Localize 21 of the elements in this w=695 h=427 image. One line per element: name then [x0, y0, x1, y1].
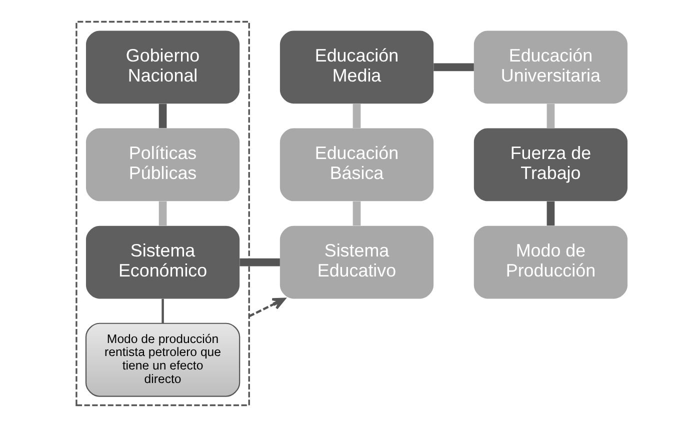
node-box: Educación Básica [280, 128, 434, 202]
node-box: Gobierno Nacional [86, 30, 240, 104]
connector [162, 298, 164, 324]
connector [240, 258, 280, 266]
connector [158, 104, 167, 128]
node-box: Fuerza de Trabajo [474, 128, 628, 202]
connector [352, 201, 361, 226]
connector [546, 104, 555, 128]
cluster [76, 20, 250, 406]
node-box: Modo de producción rentista petrolero que tiene un efecto directo [85, 322, 240, 397]
node-box: Educación Media [280, 30, 434, 104]
node-box: Modo de Producción [474, 226, 628, 299]
connector [546, 201, 555, 226]
connector [434, 63, 474, 72]
node-box: Políticas Públicas [86, 128, 240, 202]
arrow [248, 298, 286, 318]
node-box: Educación Universitaria [474, 30, 628, 104]
node-box: Sistema Educativo [280, 226, 434, 299]
node-box: Sistema Económico [86, 226, 240, 299]
connector [158, 201, 167, 226]
connector [352, 104, 361, 128]
